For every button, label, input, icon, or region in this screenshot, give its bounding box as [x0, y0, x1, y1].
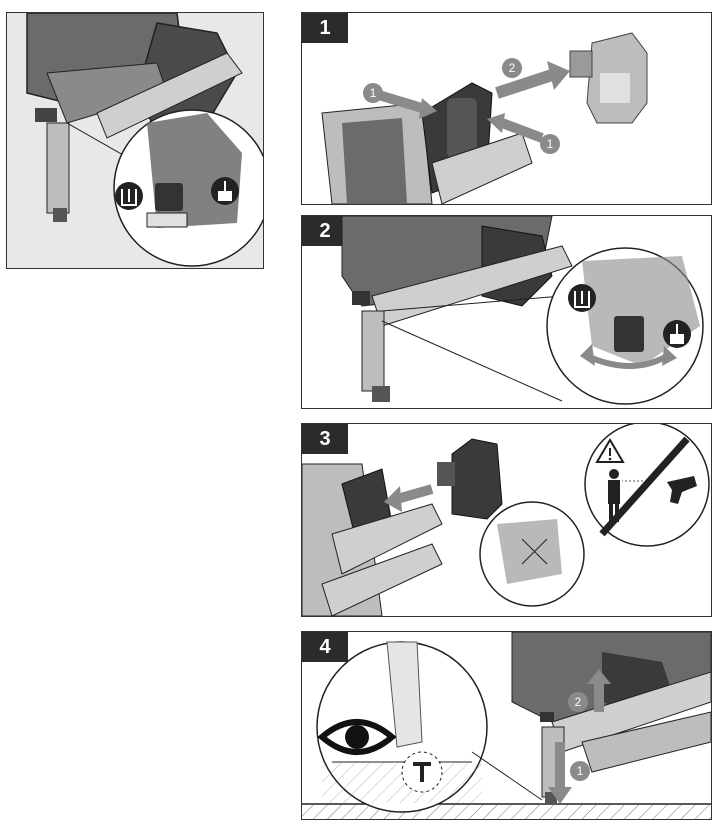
depth-shallow-icon — [115, 182, 143, 210]
callout-2: 2 — [502, 58, 522, 78]
nail-head-icon — [413, 762, 431, 782]
step-1-panel: 1 1 2 1 — [301, 12, 712, 205]
step-4-number: 4 — [302, 632, 348, 662]
overview-illustration — [6, 12, 264, 269]
depth-deep-icon — [211, 177, 239, 205]
warning-triangle-icon — [595, 438, 625, 463]
battery-pack — [437, 438, 503, 520]
callout-1a: 1 — [363, 83, 383, 103]
step-2-number: 2 — [302, 216, 348, 246]
callout-1: 1 — [570, 761, 590, 781]
step-2-panel: 2 — [301, 215, 712, 409]
nailer-icon — [667, 476, 697, 504]
step-1-number: 1 — [302, 13, 348, 43]
depth-deep-icon — [663, 320, 691, 348]
depth-shallow-icon — [568, 284, 596, 312]
callout-2: 2 — [568, 692, 588, 712]
step-3-panel: 3 — [301, 423, 712, 617]
eye-icon — [317, 719, 397, 755]
step-4-panel: 4 — [301, 631, 712, 820]
battery-pack — [569, 32, 648, 124]
callout-1b: 1 — [540, 134, 560, 154]
step-3-number: 3 — [302, 424, 348, 454]
